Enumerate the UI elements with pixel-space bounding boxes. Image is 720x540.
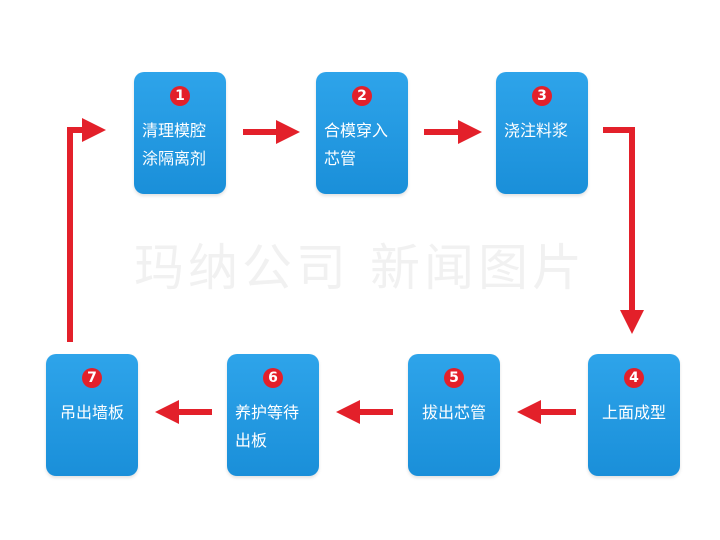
step-4-box: 4 上面成型 — [588, 354, 680, 476]
arrow-step7-to-step1 — [67, 118, 106, 342]
step-1-number-badge: 1 — [170, 86, 190, 106]
step-2-box: 2 合模穿入芯管 — [316, 72, 408, 194]
step-2-label: 合模穿入芯管 — [324, 121, 389, 168]
step-1-label: 清理模腔涂隔离剂 — [142, 121, 207, 168]
step-5-box: 5 拔出芯管 — [408, 354, 500, 476]
step-7-label: 吊出墙板 — [59, 403, 124, 422]
step-1-box: 1 清理模腔涂隔离剂 — [134, 72, 226, 194]
step-2-number-badge: 2 — [352, 86, 372, 106]
step-4-number-badge: 4 — [624, 368, 644, 388]
step-6-label: 养护等待出板 — [235, 403, 300, 450]
step-7-number-badge: 7 — [82, 368, 102, 388]
step-3-box: 3 浇注料浆 — [496, 72, 588, 194]
step-5-label: 拔出芯管 — [421, 403, 486, 422]
step-4-label: 上面成型 — [601, 403, 666, 422]
step-7-box: 7 吊出墙板 — [46, 354, 138, 476]
step-6-number-badge: 6 — [263, 368, 283, 388]
step-6-box: 6 养护等待出板 — [227, 354, 319, 476]
step-5-number-badge: 5 — [444, 368, 464, 388]
arrow-step3-to-step4 — [603, 127, 644, 334]
step-3-number-badge: 3 — [532, 86, 552, 106]
step-3-label: 浇注料浆 — [504, 121, 569, 140]
